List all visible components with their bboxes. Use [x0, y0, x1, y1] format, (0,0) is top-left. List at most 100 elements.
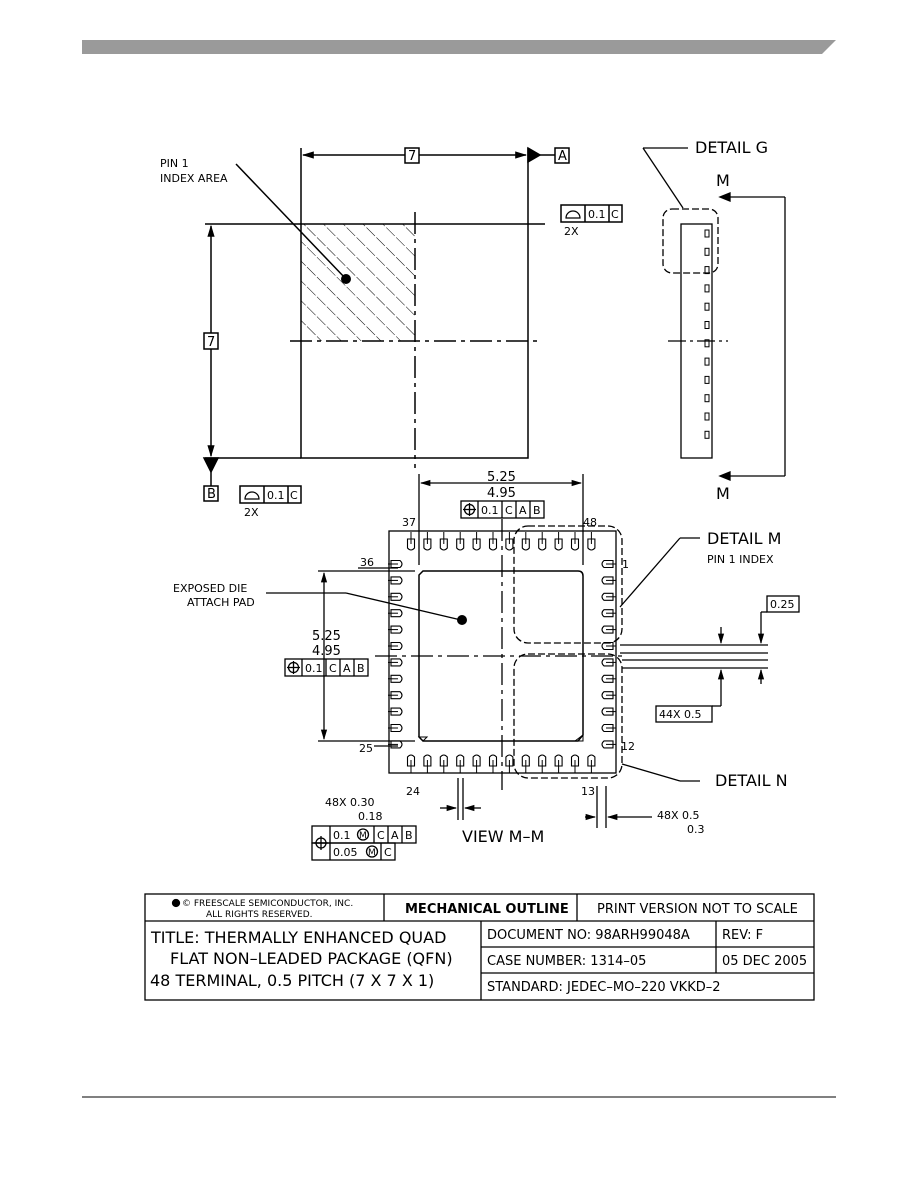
- title-block: [144, 893, 815, 1001]
- copyright-line2: ALL RIGHTS RESERVED.: [206, 910, 313, 920]
- detail-g-label: DETAIL G: [695, 138, 768, 157]
- terminal-pad: [538, 538, 547, 551]
- postol-left-b: B: [357, 662, 365, 675]
- flatness-count-bottom: 2X: [244, 506, 259, 519]
- dim-44x-05: 44X 0.5: [659, 708, 702, 721]
- mechanical-outline: MECHANICAL OUTLINE: [405, 902, 569, 917]
- view-m-top: M: [716, 171, 730, 190]
- lead-width-line2: 0.18: [358, 810, 383, 823]
- terminal-pad: [601, 691, 614, 700]
- case-number: CASE NUMBER: 1314–05: [487, 954, 646, 969]
- pin-12-label: 12: [621, 740, 635, 753]
- view-m-bottom: M: [716, 484, 730, 503]
- exposed-die-line2: ATTACH PAD: [187, 596, 255, 609]
- dim-495-left: 4.95: [312, 644, 341, 659]
- terminal-pad: [601, 576, 614, 585]
- terminal-pad: [456, 538, 465, 551]
- terminal-pad: [601, 641, 614, 651]
- terminal-pad: [505, 538, 514, 551]
- terminal-pad: [601, 740, 614, 749]
- bottom-view: [266, 474, 800, 861]
- postol-left-c: C: [329, 662, 337, 675]
- exposed-die-line1: EXPOSED DIE: [173, 582, 247, 595]
- document-no: DOCUMENT NO: 98ARH99048A: [487, 928, 690, 943]
- terminal-pad: [390, 641, 403, 651]
- pin-48-label: 48: [583, 516, 597, 529]
- terminal-pad: [505, 754, 514, 767]
- leadtol-t2: 0.05: [333, 846, 358, 859]
- pin1-label-line1: PIN 1: [160, 157, 189, 170]
- flatness-tol-bottom: 0.1: [267, 489, 285, 502]
- dim-525-top: 5.25: [487, 470, 516, 485]
- terminal-pad: [488, 754, 498, 767]
- terminal-pad: [439, 754, 448, 767]
- terminal-pad: [390, 625, 403, 634]
- terminal-pad: [390, 707, 403, 716]
- standard: STANDARD: JEDEC–MO–220 VKKD–2: [487, 980, 721, 995]
- side-terminal: [704, 284, 710, 293]
- terminal-pad: [423, 538, 432, 551]
- terminal-pad: [472, 538, 481, 551]
- terminal-pad: [390, 723, 403, 733]
- leadtol-c1: C: [377, 829, 385, 842]
- terminal-pad: [456, 754, 465, 767]
- terminal-pad: [538, 754, 547, 767]
- dim-495-top: 4.95: [487, 486, 516, 501]
- terminal-pad: [587, 538, 596, 551]
- postol-top-tol: 0.1: [481, 504, 499, 517]
- postol-top-a: A: [519, 504, 527, 517]
- dim-7-vertical: 7: [207, 335, 215, 350]
- terminal-pad: [601, 559, 614, 569]
- title-line1: TITLE: THERMALLY ENHANCED QUAD: [150, 928, 446, 947]
- terminal-pad: [406, 538, 416, 551]
- title-line2: FLAT NON–LEADED PACKAGE (QFN): [170, 949, 453, 968]
- terminal-pad: [601, 723, 614, 733]
- terminal-pad: [423, 754, 432, 767]
- side-terminal: [704, 302, 710, 311]
- side-terminal: [704, 412, 710, 421]
- side-terminal: [704, 339, 710, 348]
- revision: REV: F: [722, 928, 763, 943]
- terminal-pad: [390, 592, 403, 601]
- leadtol-c2: C: [384, 846, 392, 859]
- pin-24-label: 24: [406, 785, 420, 798]
- header-band: [82, 40, 836, 54]
- terminal-pad: [390, 559, 403, 569]
- postol-left-a: A: [343, 662, 351, 675]
- lead-length-line2: 0.3: [687, 823, 705, 836]
- datum-b: B: [207, 487, 216, 502]
- postol-top-c: C: [505, 504, 513, 517]
- terminal-pad: [601, 674, 614, 683]
- side-terminal: [704, 394, 710, 403]
- pin1-label-line2: INDEX AREA: [160, 172, 228, 185]
- pin1-index-label: PIN 1 INDEX: [707, 553, 774, 566]
- pin-37-label: 37: [402, 516, 416, 529]
- terminal-pad: [472, 754, 481, 767]
- terminal-pad: [521, 754, 530, 767]
- terminal-pad: [390, 658, 403, 667]
- terminal-pad: [570, 538, 580, 551]
- lead-length-line1: 48X 0.5: [657, 809, 700, 822]
- leadtol-m1: M: [359, 831, 367, 841]
- terminal-pad: [406, 754, 416, 767]
- side-view: [642, 147, 786, 481]
- terminal-pad: [488, 538, 498, 551]
- terminal-pad: [554, 754, 563, 767]
- terminal-pad: [390, 609, 403, 618]
- terminal-pad: [601, 707, 614, 716]
- terminal-pad: [390, 691, 403, 700]
- terminal-pad: [601, 592, 614, 601]
- terminal-pad: [390, 576, 403, 585]
- side-terminal: [704, 229, 710, 238]
- terminal-pad: [601, 609, 614, 618]
- dim-025: 0.25: [770, 598, 795, 611]
- postol-left-tol: 0.1: [305, 662, 323, 675]
- date: 05 DEC 2005: [722, 954, 807, 969]
- datum-a: A: [558, 149, 567, 164]
- bottom-view-terminals: [388, 532, 616, 773]
- terminal-pad: [521, 538, 530, 551]
- terminal-pad: [601, 625, 614, 634]
- leadtol-t1: 0.1: [333, 829, 351, 842]
